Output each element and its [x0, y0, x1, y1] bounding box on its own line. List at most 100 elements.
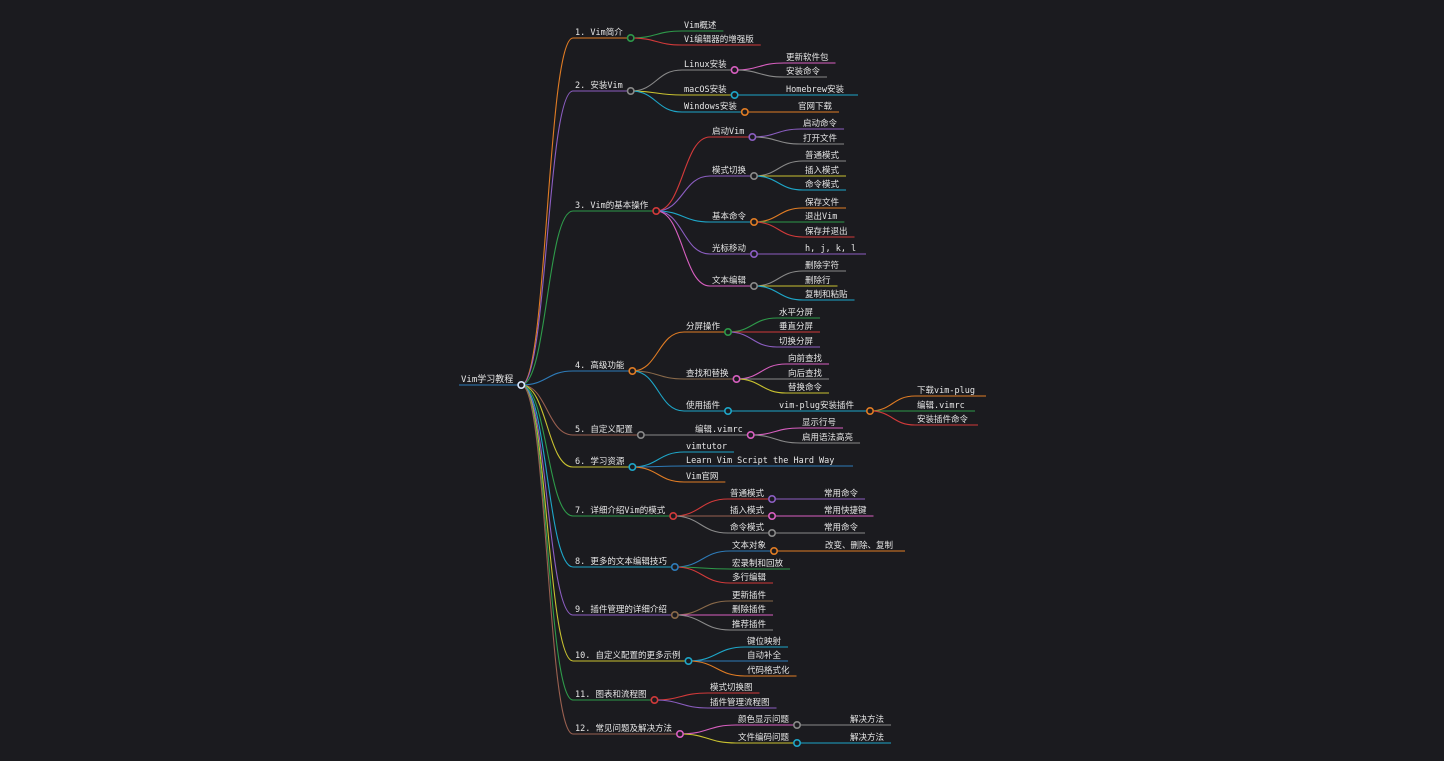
- collapse-toggle-icon[interactable]: [724, 327, 733, 336]
- node-label-2-4-0: 删除字符: [805, 260, 839, 271]
- node-label-5-2-vim: Vim官网: [686, 471, 718, 482]
- node-label-2-4-1: 删除行: [805, 275, 831, 286]
- branch-connector: [521, 210, 574, 386]
- branch-connector: [656, 210, 711, 223]
- collapse-toggle-icon[interactable]: [669, 511, 678, 520]
- branch-connector: [688, 660, 746, 677]
- node-label-7-1: 宏录制和回放: [732, 558, 784, 569]
- collapse-toggle-icon[interactable]: [650, 695, 659, 704]
- collapse-toggle-icon[interactable]: [750, 250, 759, 259]
- branch-connector: [752, 136, 802, 145]
- collapse-toggle-icon[interactable]: [626, 87, 635, 96]
- branch-connector: [521, 37, 574, 386]
- node-label-2-2-2: 保存并退出: [805, 226, 848, 237]
- node-label-1-1-0-homebrew: Homebrew安装: [786, 84, 844, 95]
- collapse-toggle-icon[interactable]: [793, 720, 802, 729]
- collapse-toggle-icon[interactable]: [636, 430, 645, 439]
- node-label-11-12: 12. 常见问题及解决方法: [575, 723, 672, 734]
- branch-connector: [630, 69, 683, 92]
- branch-connector: [752, 128, 802, 138]
- node-label-3-2: 使用插件: [686, 400, 721, 411]
- branch-connector: [674, 600, 731, 616]
- branch-connector: [754, 160, 804, 177]
- branch-connector: [630, 90, 683, 113]
- collapse-toggle-icon[interactable]: [670, 562, 679, 571]
- branch-connector: [521, 384, 574, 517]
- node-label-10-1: 插件管理流程图: [710, 697, 770, 708]
- branch-connector: [754, 207, 804, 223]
- collapse-toggle-icon[interactable]: [628, 366, 637, 375]
- node-label-2-1-0: 普通模式: [805, 150, 840, 161]
- collapse-toggle-icon[interactable]: [750, 218, 759, 227]
- collapse-toggle-icon[interactable]: [670, 610, 679, 619]
- branch-connectors: [521, 30, 916, 744]
- node-label-4-5: 5. 自定义配置: [575, 424, 633, 435]
- node-label-2-4: 文本编辑: [712, 275, 747, 286]
- node-label-2-2-1-vim: 退出Vim: [805, 211, 837, 222]
- node-label-10-11: 11. 图表和流程图: [575, 689, 646, 700]
- collapse-toggle-icon[interactable]: [724, 406, 733, 415]
- collapse-toggle-icon[interactable]: [768, 494, 777, 503]
- branch-connector: [521, 384, 574, 701]
- node-label-6-0-0: 常用命令: [824, 488, 859, 499]
- branch-connector: [688, 646, 746, 662]
- node-label-1-2-windows: Windows安装: [684, 101, 737, 112]
- collapse-toggle-icon[interactable]: [748, 133, 757, 142]
- collapse-toggle-icon[interactable]: [793, 738, 802, 747]
- collapse-toggle-icon[interactable]: [750, 281, 759, 290]
- branch-connector: [630, 30, 683, 39]
- node-label-1-0-0: 更新软件包: [786, 52, 829, 63]
- branch-connector: [679, 733, 737, 744]
- collapse-toggle-icon[interactable]: [684, 656, 693, 665]
- collapse-toggle-icon[interactable]: [865, 406, 874, 415]
- branch-connector: [679, 724, 737, 735]
- collapse-toggle-icon[interactable]: [740, 108, 749, 117]
- collapse-toggle-icon[interactable]: [730, 91, 739, 100]
- node-label-0-1-vi: Vi编辑器的增强版: [684, 34, 754, 45]
- collapse-toggle-icon[interactable]: [768, 528, 777, 537]
- collapse-toggle-icon[interactable]: [732, 374, 741, 383]
- node-label-2-2: 基本命令: [712, 211, 747, 222]
- collapse-toggle-icon[interactable]: [768, 511, 777, 520]
- node-label-2-4-2: 复制和粘贴: [805, 289, 848, 300]
- collapse-toggle-icon[interactable]: [628, 462, 637, 471]
- branch-connector: [632, 466, 685, 483]
- branch-connector: [632, 451, 685, 468]
- branch-connector: [674, 614, 731, 631]
- node-label-3-0: 分屏操作: [686, 321, 721, 332]
- node-label-6-2-0: 常用命令: [824, 522, 859, 533]
- branch-connector: [869, 395, 916, 412]
- collapse-toggle-icon[interactable]: [746, 430, 755, 439]
- collapse-toggle-icon[interactable]: [750, 172, 759, 181]
- node-label-2-0-0: 启动命令: [803, 118, 838, 129]
- node-label-3-1-0: 向前查找: [788, 353, 823, 364]
- collapse-toggle-icon[interactable]: [730, 66, 739, 75]
- branch-connector: [630, 37, 683, 46]
- node-label-2-2-0: 保存文件: [805, 197, 840, 208]
- collapse-toggle-icon[interactable]: [652, 207, 661, 216]
- node-underlines: [459, 30, 986, 744]
- node-label-7-8: 8. 更多的文本编辑技巧: [575, 556, 667, 567]
- branch-connector: [521, 384, 574, 616]
- collapse-toggle-icon[interactable]: [770, 546, 779, 555]
- node-label-3-0-0: 水平分屏: [779, 307, 814, 318]
- node-label-5-6: 6. 学习资源: [575, 456, 625, 467]
- branch-connector: [654, 692, 709, 701]
- node-label-11-0-0: 解决方法: [850, 714, 884, 725]
- node-label-10-0: 模式切换图: [710, 682, 753, 693]
- collapse-toggle-icon[interactable]: [517, 380, 526, 389]
- branch-connector: [754, 175, 804, 191]
- branch-connector: [656, 210, 711, 287]
- node-label-2-3-vim: 3. Vim的基本操作: [575, 200, 649, 211]
- branch-connector: [754, 285, 804, 301]
- collapse-toggle-icon[interactable]: [675, 729, 684, 738]
- branch-connector: [521, 90, 574, 386]
- node-label-9-1: 自动补全: [747, 650, 782, 661]
- branch-connector: [674, 566, 731, 584]
- node-label-7-2: 多行编辑: [732, 572, 767, 583]
- branch-connector: [656, 175, 711, 212]
- branch-connector: [521, 370, 574, 386]
- collapse-toggle-icon[interactable]: [626, 33, 635, 42]
- branch-connector: [869, 410, 916, 426]
